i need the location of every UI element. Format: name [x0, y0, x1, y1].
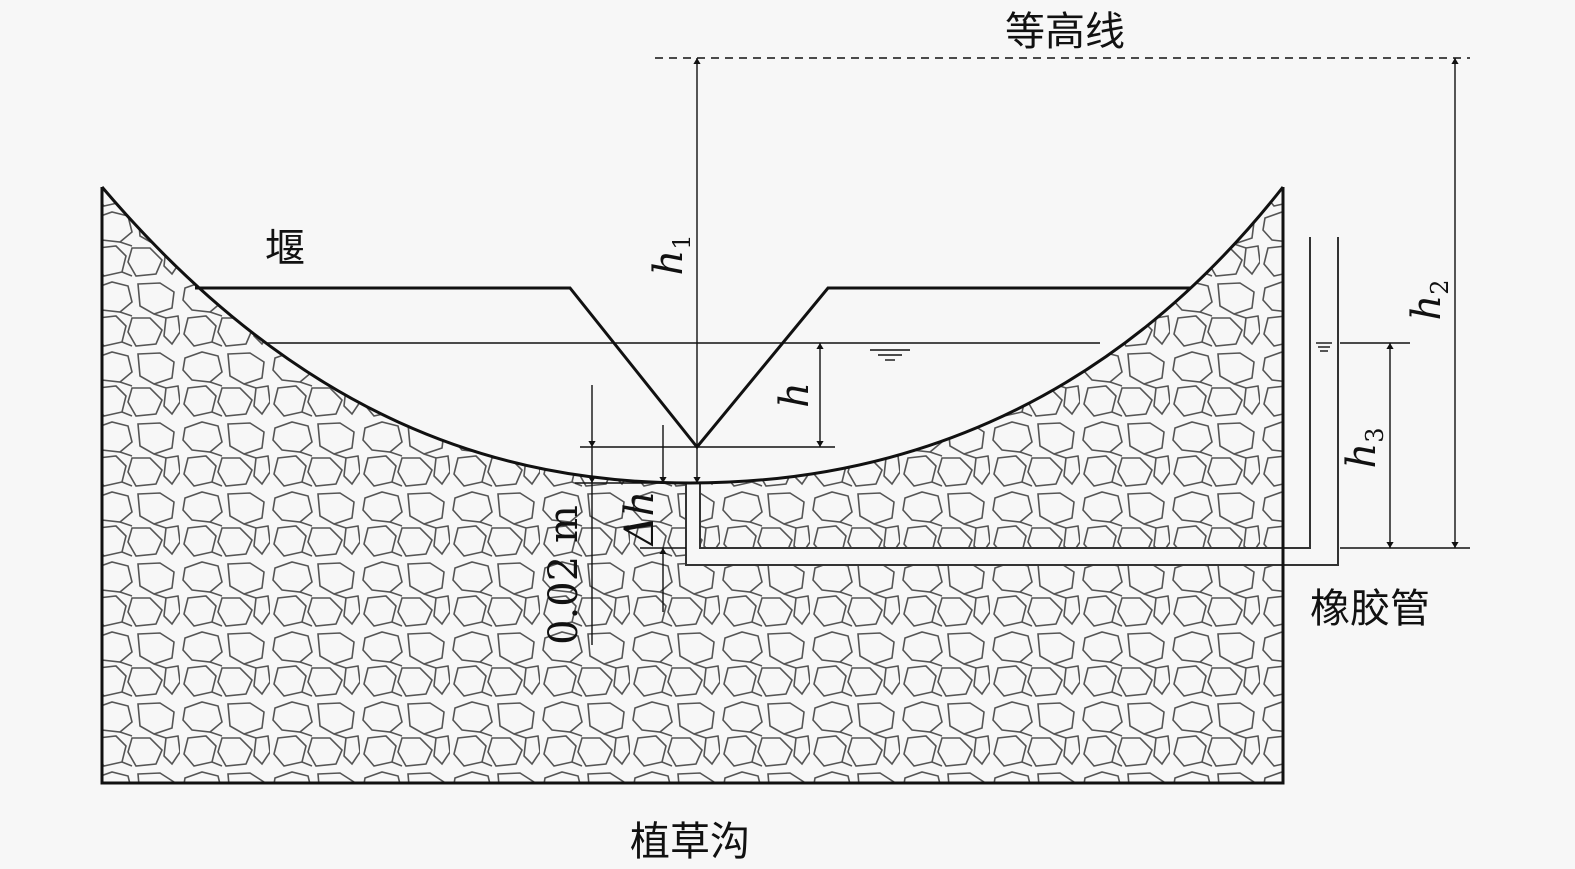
svg-text:h3: h3 — [1339, 427, 1389, 468]
delta-h-label: Δh — [617, 491, 663, 548]
svg-text:h: h — [772, 382, 818, 408]
dimension-lines — [575, 57, 1470, 645]
svg-text:h2: h2 — [1404, 279, 1454, 320]
h1-label: h1 — [646, 234, 696, 275]
rubber-tube — [685, 237, 1339, 566]
weir-label: 堰 — [265, 226, 305, 272]
water-level — [265, 342, 1332, 361]
swale-label: 植草沟 — [630, 819, 750, 865]
svg-text:h1: h1 — [646, 234, 696, 275]
contour-label: 等高线 — [1005, 9, 1125, 55]
svg-text:0.02 m: 0.02 m — [541, 505, 587, 645]
h2-label: h2 — [1404, 279, 1454, 320]
svg-text:Δh: Δh — [617, 491, 663, 548]
rubber-tube-label: 橡胶管 — [1310, 586, 1430, 632]
depth-label: 0.02 m — [541, 505, 587, 645]
h3-label: h3 — [1339, 427, 1389, 468]
h-label: h — [772, 382, 818, 408]
